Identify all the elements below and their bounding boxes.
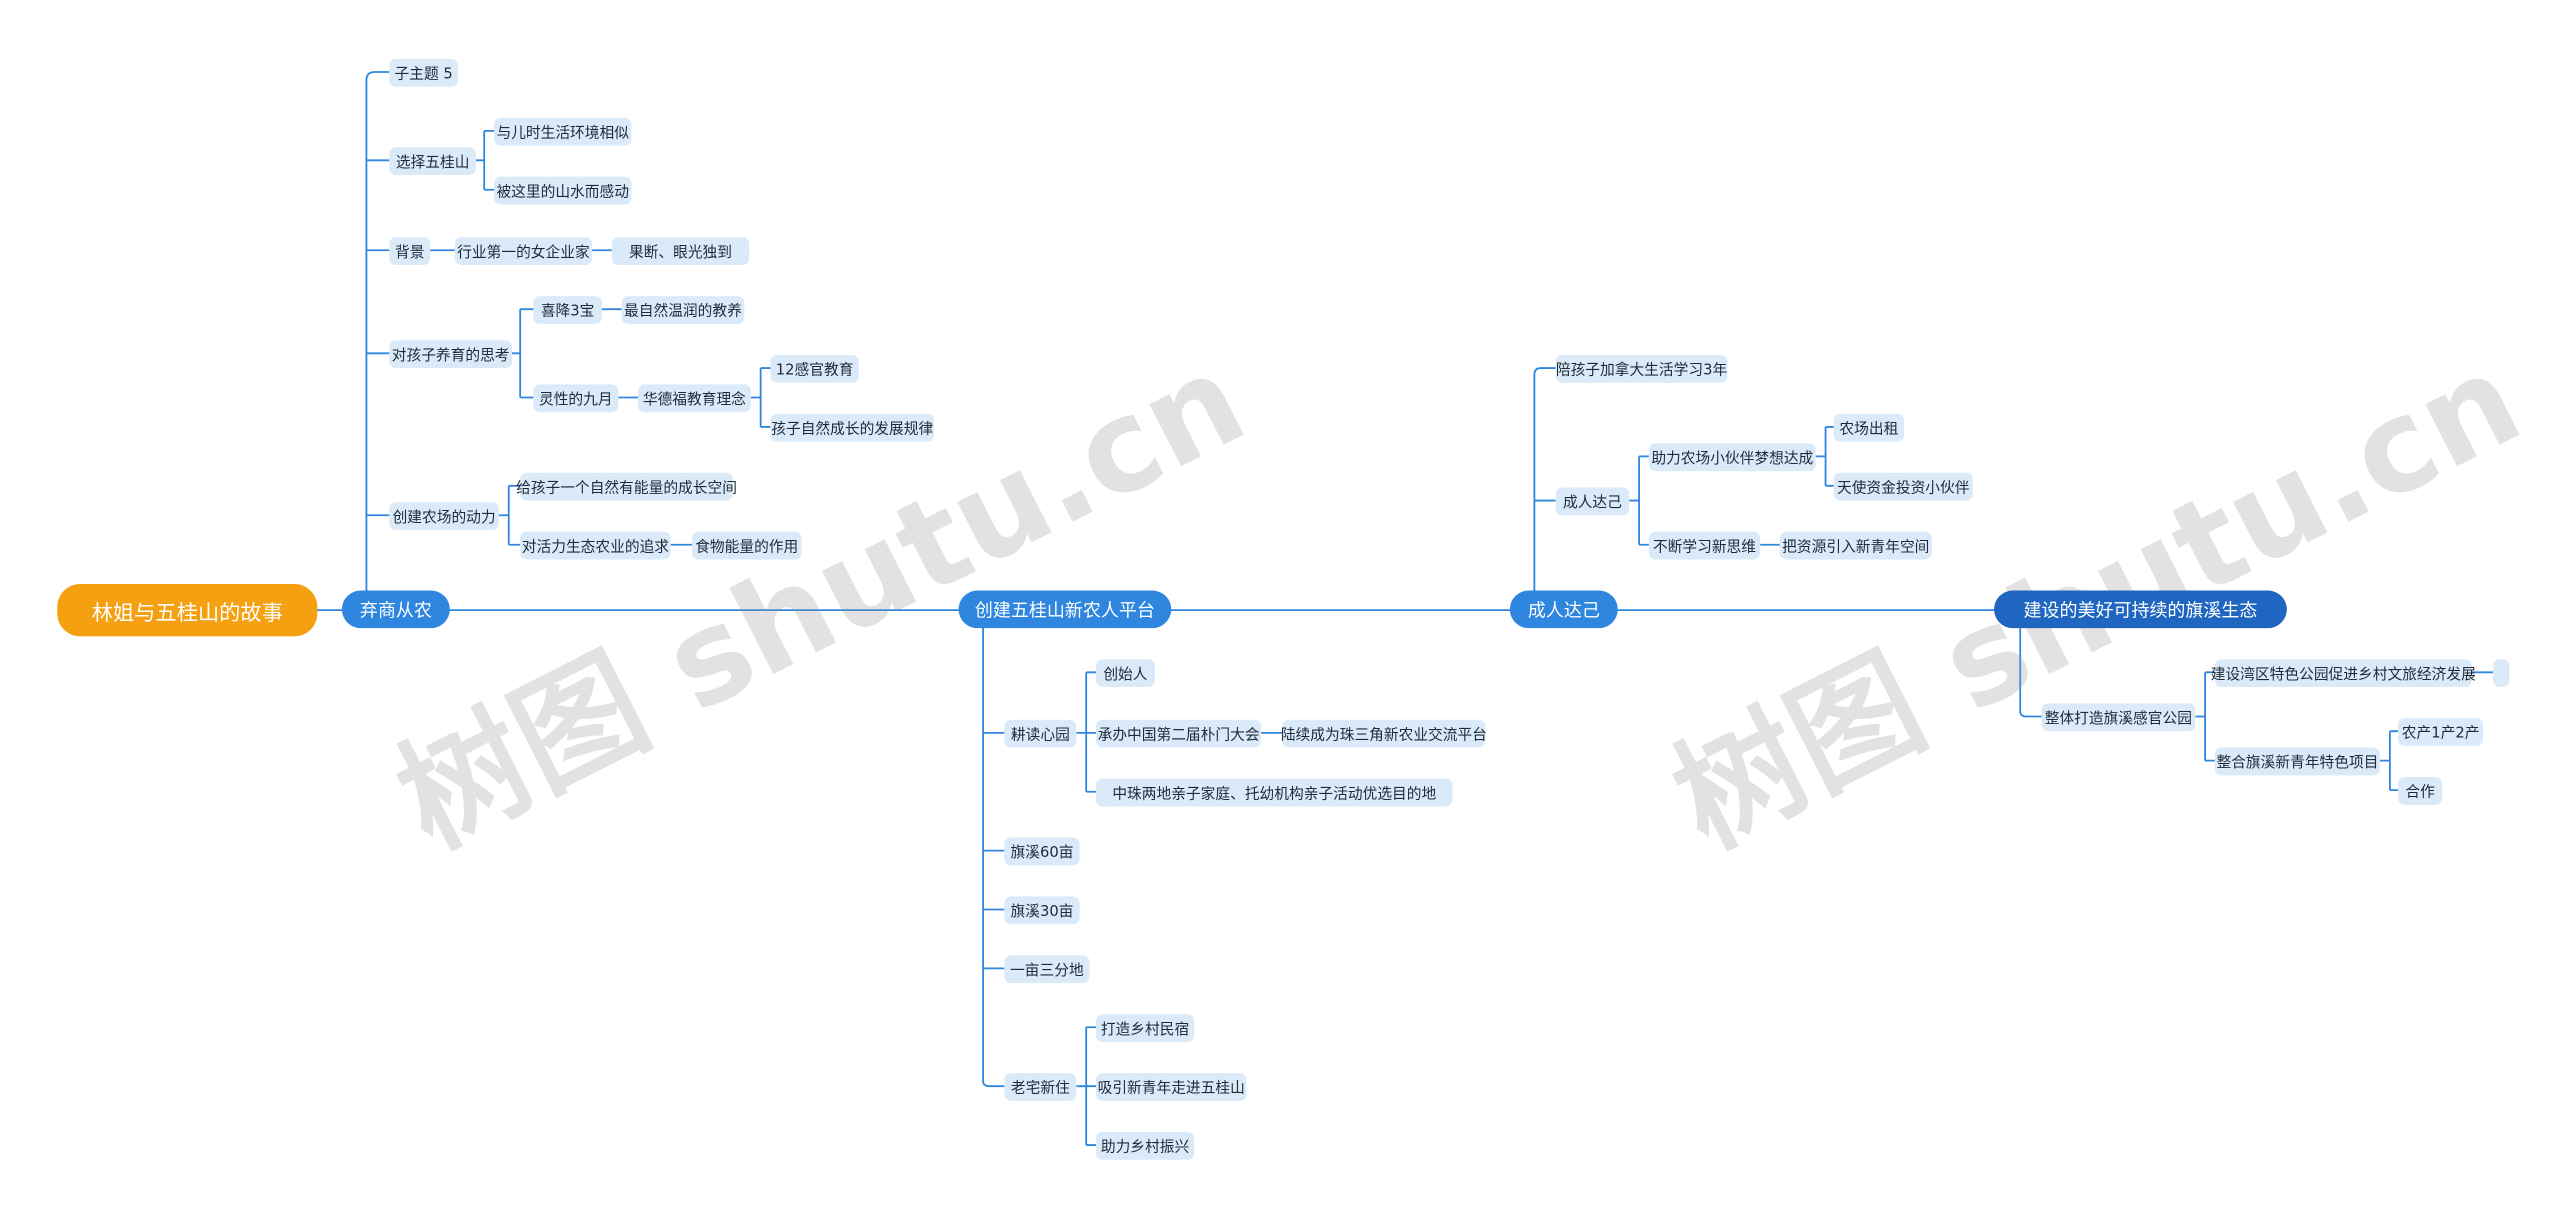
subtopic[interactable]: 陆续成为珠三角新农业交流平台: [1281, 719, 1487, 748]
subtopic[interactable]: 吸引新青年走进五桂山: [1095, 1073, 1247, 1101]
subtopic[interactable]: 华德福教育理念: [637, 384, 751, 413]
branch-topic[interactable]: 成人达己: [1509, 590, 1618, 629]
root-topic[interactable]: 林姐与五桂山的故事: [57, 583, 318, 637]
subtopic[interactable]: 孩子自然成长的发展规律: [770, 413, 935, 442]
subtopic[interactable]: 助力乡村振兴: [1095, 1131, 1195, 1160]
subtopic[interactable]: 农产1产2产: [2398, 718, 2484, 746]
subtopic[interactable]: 喜降3宝: [533, 296, 602, 324]
subtopic[interactable]: 成人达己: [1555, 487, 1630, 516]
subtopic[interactable]: 对活力生态农业的追求: [520, 531, 671, 560]
subtopic[interactable]: 不断学习新思维: [1648, 531, 1761, 560]
subtopic[interactable]: 农场出租: [1833, 413, 1905, 442]
subtopic[interactable]: 老宅新住: [1004, 1073, 1077, 1101]
subtopic[interactable]: 创始人: [1095, 659, 1155, 688]
subtopic[interactable]: 果断、眼光独到: [611, 237, 750, 265]
subtopic[interactable]: 把资源引入新青年空间: [1779, 531, 1932, 560]
subtopic[interactable]: 行业第一的女企业家: [454, 237, 593, 265]
subtopic[interactable]: 旗溪60亩: [1004, 837, 1080, 866]
branch-topic[interactable]: 弃商从农: [341, 590, 450, 629]
subtopic[interactable]: 建设湾区特色公园促进乡村文旅经济发展: [2211, 659, 2476, 688]
subtopic[interactable]: 助力农场小伙伴梦想达成: [1648, 443, 1816, 472]
subtopic[interactable]: 创建农场的动力: [389, 502, 499, 530]
subtopic[interactable]: 对孩子养育的思考: [389, 340, 513, 369]
subtopic[interactable]: 整合旗溪新青年特色项目: [2214, 747, 2381, 776]
subtopic[interactable]: 整体打造旗溪感官公园: [2041, 703, 2196, 732]
subtopic[interactable]: 给孩子一个自然有能量的成长空间: [516, 472, 737, 501]
subtopic[interactable]: 背景: [389, 237, 431, 265]
branch-topic[interactable]: 建设的美好可持续的旗溪生态: [1994, 590, 2287, 629]
subtopic[interactable]: 子主题 5: [389, 58, 459, 87]
subtopic[interactable]: 12感官教育: [770, 354, 859, 383]
subtopic[interactable]: 耕读心园: [1004, 719, 1077, 748]
subtopic[interactable]: 承办中国第二届朴门大会: [1095, 719, 1262, 748]
subtopic[interactable]: 中珠两地亲子家庭、托幼机构亲子活动优选目的地: [1095, 778, 1453, 807]
branch-topic[interactable]: 创建五桂山新农人平台: [958, 590, 1172, 629]
subtopic[interactable]: 食物能量的作用: [691, 531, 802, 560]
subtopic[interactable]: 打造乡村民宿: [1095, 1014, 1195, 1043]
subtopic[interactable]: 一亩三分地: [1004, 955, 1090, 984]
subtopic[interactable]: 与儿时生活环境相似: [494, 117, 632, 146]
subtopic[interactable]: 选择五桂山: [389, 147, 477, 176]
subtopic[interactable]: 陪孩子加拿大生活学习3年: [1555, 354, 1728, 383]
subtopic[interactable]: [2492, 659, 2510, 688]
subtopic[interactable]: 合作: [2398, 777, 2443, 805]
subtopic[interactable]: 被这里的山水而感动: [494, 176, 632, 205]
subtopic[interactable]: 天使资金投资小伙伴: [1833, 472, 1973, 501]
subtopic[interactable]: 旗溪30亩: [1004, 896, 1080, 925]
subtopic[interactable]: 灵性的九月: [533, 384, 619, 413]
subtopic[interactable]: 最自然温润的教养: [621, 296, 745, 324]
